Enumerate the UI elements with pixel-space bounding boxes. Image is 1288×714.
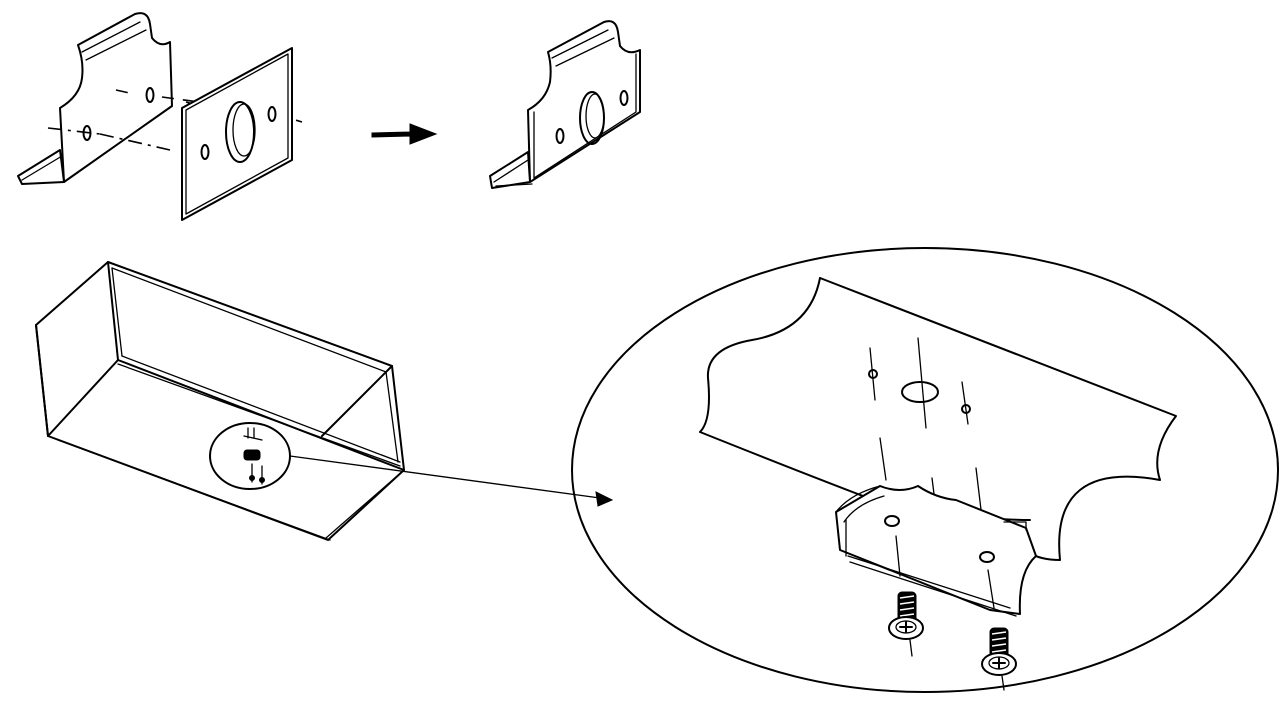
detail-bracket [835,485,1037,617]
plate-hole [267,106,277,122]
pan-head-screw [888,591,924,657]
magnified-detail-view [571,247,1279,693]
assembly-arrow [371,123,438,145]
detail-bracket-hole [979,551,995,563]
leader-arrow [289,455,614,507]
assembled-hole [555,128,565,144]
mini-bracket [243,449,261,461]
bracket-hole [145,87,155,103]
plate-hole [200,144,210,160]
detail-bracket-hole [884,515,900,527]
bracket-and-plate-exploded [17,12,303,221]
backing-plate [181,47,293,221]
bracket-and-plate-assembled [489,20,641,189]
plate-large-hole [225,101,255,163]
assembled-hole [619,90,629,106]
angle-bracket-exploded [17,12,173,185]
detail-circle [571,247,1279,693]
surface-large-hole [901,381,939,403]
pan-head-screw [981,627,1017,691]
enclosure [35,261,405,541]
